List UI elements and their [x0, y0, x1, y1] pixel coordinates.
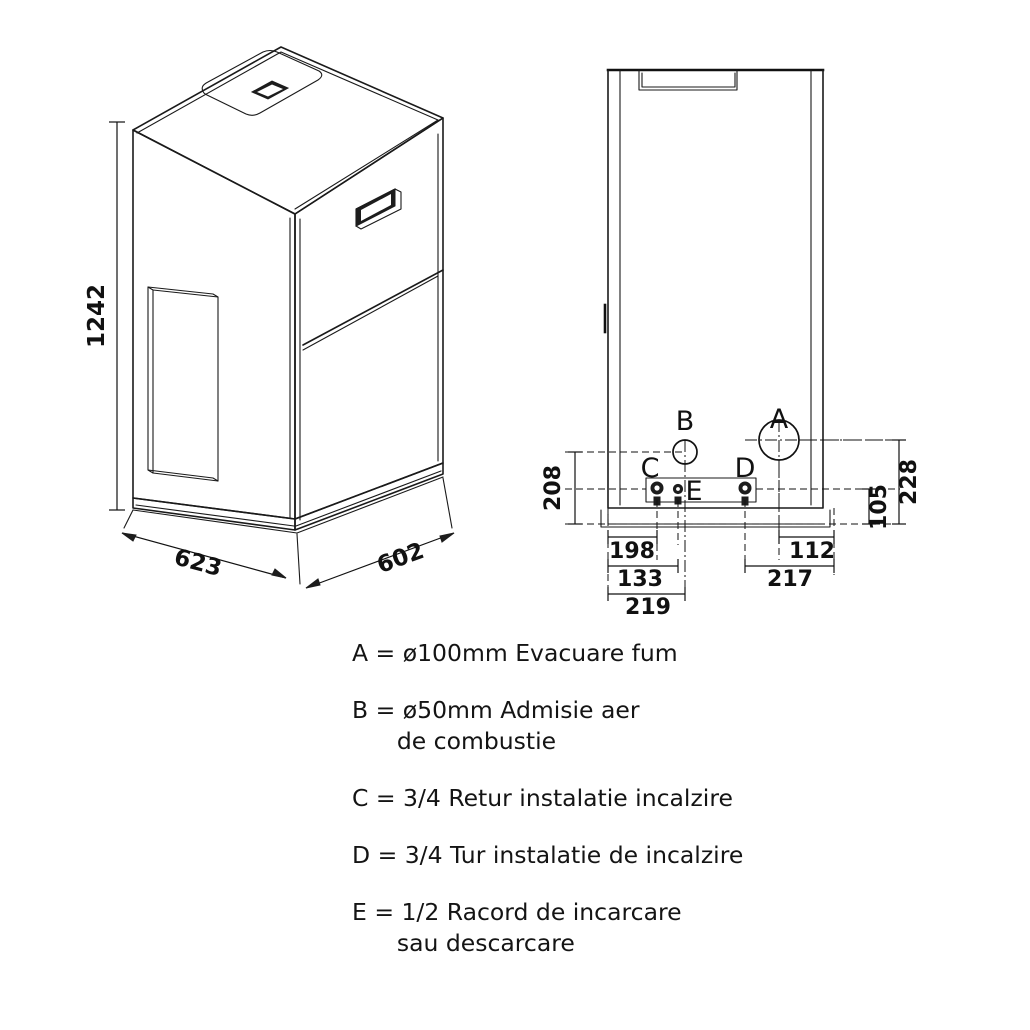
fitting-E: [672, 483, 684, 505]
iso-top-inner-rim: [136, 51, 439, 210]
dim-112: 112: [778, 530, 835, 564]
iso-top-face: [132, 46, 444, 215]
dim-1242-label: 1242: [84, 284, 110, 348]
rear-base-plinth-inner: [607, 513, 824, 525]
iso-dim-leader-left: [123, 509, 134, 529]
iso-left-face: [132, 129, 296, 520]
iso-front-door: [147, 286, 154, 474]
iso-front-door-edge: [147, 286, 219, 298]
iso-lid-hatch: [201, 49, 323, 116]
iso-dim-leader-mid: [296, 533, 301, 585]
isometric-view: 1242 623 602: [84, 46, 455, 589]
dim-623-label: 623: [171, 544, 224, 582]
dim-217: 217: [744, 559, 835, 592]
iso-front-door-bottom: [147, 469, 219, 482]
iso-lid-handle-slot-inner: [257, 84, 283, 97]
rear-top-hatch-inner: [641, 72, 736, 88]
legend-item-D: D = 3/4 Tur instalatie de incalzire: [352, 840, 972, 871]
dim-198: 198: [607, 530, 658, 564]
dim-208: 208: [541, 451, 582, 525]
callout-D: D: [735, 453, 756, 484]
dim-112-label: 112: [789, 539, 835, 564]
iso-front-door-panel: [152, 289, 219, 482]
legend-text-A: A = ø100mm Evacuare fum: [352, 639, 678, 667]
rear-view: 208 228 105: [541, 68, 922, 620]
dim-198-label: 198: [609, 539, 655, 564]
legend-item-C: C = 3/4 Retur instalatie incalzire: [352, 783, 972, 814]
dim-219: 219: [607, 587, 686, 620]
dim-602-label: 602: [374, 538, 428, 579]
iso-side-handle-inner: [361, 194, 391, 221]
rear-top-hatch: [638, 69, 738, 91]
dim-228-label: 228: [897, 459, 922, 505]
dim-219-label: 219: [625, 595, 671, 620]
callout-C: C: [641, 453, 660, 484]
legend-block: A = ø100mm Evacuare fum B = ø50mm Admisi…: [352, 638, 972, 985]
legend-text-E: E = 1/2 Racord de incarcare sau descarca…: [352, 898, 682, 958]
dim-105-label: 105: [867, 484, 892, 530]
iso-dim-leader-right: [442, 477, 453, 529]
iso-base-front: [132, 497, 296, 531]
dim-133-label: 133: [617, 567, 663, 592]
dim-228: 228: [892, 439, 922, 525]
iso-panel-split-2: [302, 275, 439, 351]
iso-panel-split: [302, 269, 444, 346]
rear-outline: [607, 69, 824, 509]
legend-text-C: C = 3/4 Retur instalatie incalzire: [352, 784, 733, 813]
iso-base-shadow-right: [295, 470, 442, 527]
iso-right-face: [294, 117, 444, 520]
dim-133: 133: [607, 559, 679, 592]
dim-217-label: 217: [767, 567, 813, 592]
legend-text-D: D = 3/4 Tur instalatie de incalzire: [352, 841, 744, 870]
dim-1242: 1242: [84, 121, 125, 511]
dim-208-label: 208: [541, 465, 566, 511]
legend-text-B: B = ø50mm Admisie aer de combustie: [352, 696, 640, 756]
dim-623: 623: [121, 532, 287, 582]
dim-602: 602: [305, 532, 455, 589]
callout-E: E: [685, 476, 702, 507]
callout-B: B: [676, 406, 695, 437]
callout-A: A: [770, 404, 789, 435]
rear-base-plinth: [600, 509, 831, 528]
manifold-bar: [645, 477, 757, 503]
legend-item-B: B = ø50mm Admisie aer de combustie: [352, 695, 972, 757]
legend-item-A: A = ø100mm Evacuare fum: [352, 638, 972, 669]
iso-base-right: [294, 462, 444, 531]
iso-base-shadow-left: [135, 504, 295, 527]
dim-105: 105: [862, 484, 892, 530]
iso-base-ground-right: [296, 476, 444, 534]
legend-item-E: E = 1/2 Racord de incarcare sau descarca…: [352, 897, 972, 959]
iso-base-ground-left: [132, 509, 298, 534]
